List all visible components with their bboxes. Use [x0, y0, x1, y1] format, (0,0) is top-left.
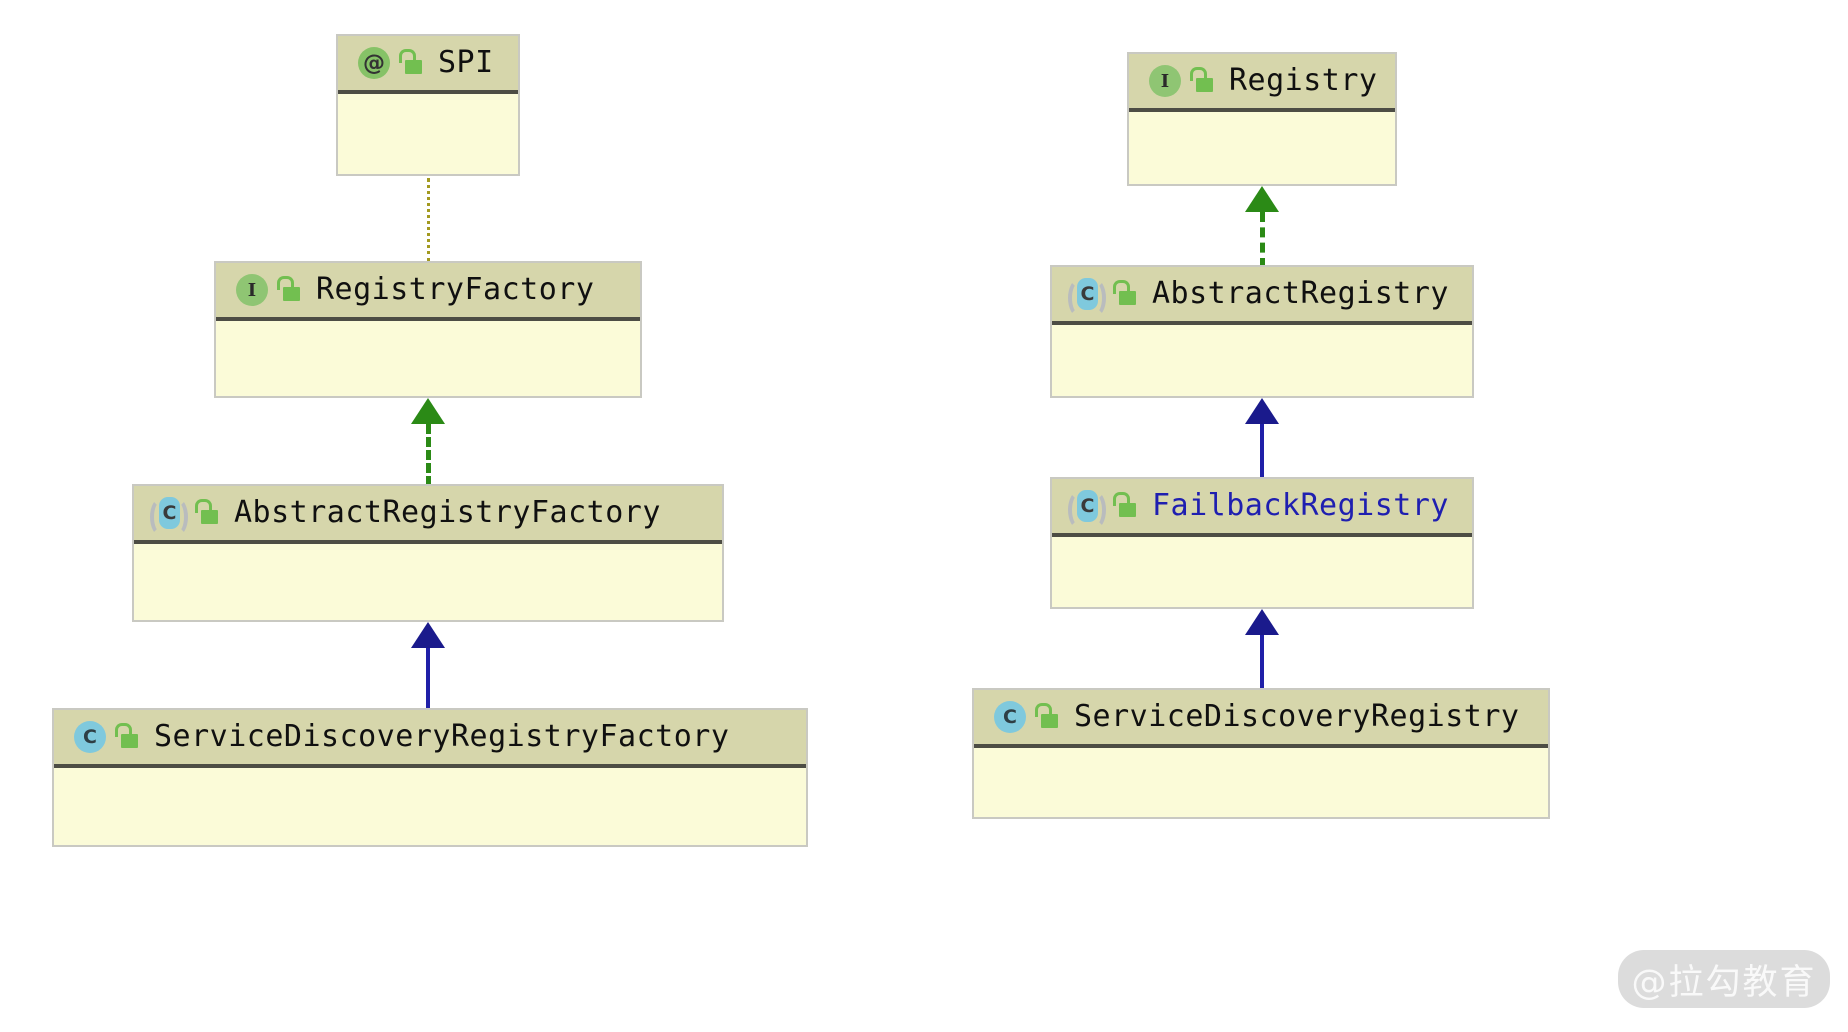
unlock-icon-body [1119, 291, 1136, 305]
unlock-icon [194, 498, 220, 528]
uml-class-abstractregistry[interactable]: C AbstractRegistry [1050, 265, 1474, 398]
abstract-class-icon: C [1068, 275, 1106, 317]
uml-class-name: ServiceDiscoveryRegistryFactory [154, 719, 730, 754]
uml-class-header: C ServiceDiscoveryRegistry [974, 690, 1548, 748]
uml-class-servicediscoveryregistryfactory[interactable]: C ServiceDiscoveryRegistryFactory [52, 708, 808, 847]
arrowhead-generalization-abstractregistryfactory [411, 622, 445, 648]
class-icon: C [990, 698, 1028, 736]
arrowhead-generalization-failbackregistry [1245, 609, 1279, 635]
uml-class-header: C AbstractRegistryFactory [134, 486, 722, 544]
unlock-icon [114, 722, 140, 752]
uml-class-name: ServiceDiscoveryRegistry [1074, 699, 1520, 734]
uml-class-servicediscoveryregistry[interactable]: C ServiceDiscoveryRegistry [972, 688, 1550, 819]
uml-class-name: FailbackRegistry [1152, 488, 1449, 523]
uml-class-name: SPI [438, 45, 494, 80]
annotation-icon: @ [354, 44, 392, 82]
interface-icon-glyph: I [1149, 65, 1181, 97]
uml-class-name: Registry [1229, 63, 1378, 98]
abstract-class-icon-arc-left [1068, 279, 1089, 317]
abstract-class-icon-arc-right [167, 498, 188, 536]
unlock-icon-shackle [1190, 67, 1207, 81]
unlock-icon-body [1041, 714, 1058, 728]
unlock-icon-shackle [277, 276, 294, 290]
unlock-icon-body [283, 287, 300, 301]
unlock-icon [276, 275, 302, 305]
uml-class-members [1052, 537, 1472, 607]
interface-icon: I [232, 271, 270, 309]
uml-class-members [1052, 325, 1472, 396]
watermark-text: @拉勾教育 [1631, 962, 1817, 1003]
unlock-icon-body [1119, 503, 1136, 517]
connector-generalization-servicediscoveryregistry-failbackregistry [1260, 635, 1264, 691]
abstract-class-icon: C [1068, 487, 1106, 529]
uml-class-members [216, 321, 640, 396]
abstract-class-icon-arc-right [1085, 279, 1106, 317]
uml-class-header: I RegistryFactory [216, 263, 640, 321]
uml-class-members [134, 544, 722, 620]
abstract-class-icon-arc-left [150, 498, 171, 536]
arrowhead-realization-registry [1245, 186, 1279, 212]
unlock-icon-body [1196, 78, 1213, 92]
unlock-icon-body [201, 510, 218, 524]
unlock-icon-shackle [195, 499, 212, 513]
connector-realization-abstractregistry-registry [1260, 212, 1265, 268]
connector-generalization-servicediscoveryregistryfactory-abstractregistryfactory [426, 648, 430, 710]
uml-class-header: @ SPI [338, 36, 518, 94]
uml-class-registryfactory[interactable]: I RegistryFactory [214, 261, 642, 398]
abstract-class-icon-glyph: C [1077, 490, 1098, 522]
arrowhead-realization-registryfactory [411, 398, 445, 424]
unlock-icon-shackle [1035, 703, 1052, 717]
connector-generalization-failbackregistry-abstractregistry [1260, 424, 1264, 480]
abstract-class-icon-glyph: C [1077, 278, 1098, 310]
unlock-icon [398, 48, 424, 78]
annotation-icon-glyph: @ [358, 47, 390, 79]
unlock-icon [1189, 66, 1215, 96]
unlock-icon-shackle [1113, 492, 1130, 506]
unlock-icon-shackle [399, 49, 416, 63]
unlock-icon [1034, 702, 1060, 732]
arrowhead-generalization-abstractregistry [1245, 398, 1279, 424]
abstract-class-icon: C [150, 494, 188, 536]
unlock-icon-shackle [115, 723, 132, 737]
uml-class-name: AbstractRegistry [1152, 276, 1449, 311]
unlock-icon [1112, 279, 1138, 309]
uml-class-members [1129, 112, 1395, 184]
uml-class-members [338, 94, 518, 174]
connector-annotation-link-registryfactory-spi [427, 178, 430, 262]
uml-class-name: AbstractRegistryFactory [234, 495, 661, 530]
abstract-class-icon-glyph: C [159, 497, 180, 529]
unlock-icon-body [405, 60, 422, 74]
interface-icon-glyph: I [236, 274, 268, 306]
class-icon: C [70, 718, 108, 756]
uml-class-spi[interactable]: @ SPI [336, 34, 520, 176]
uml-class-members [974, 748, 1548, 817]
unlock-icon-shackle [1113, 280, 1130, 294]
interface-icon: I [1145, 62, 1183, 100]
uml-class-abstractregistryfactory[interactable]: C AbstractRegistryFactory [132, 484, 724, 622]
uml-class-registry[interactable]: I Registry [1127, 52, 1397, 186]
unlock-icon [1112, 491, 1138, 521]
unlock-icon-body [121, 734, 138, 748]
uml-class-header: C ServiceDiscoveryRegistryFactory [54, 710, 806, 768]
connector-realization-abstractregistryfactory-registryfactory [426, 424, 431, 486]
uml-class-header: C AbstractRegistry [1052, 267, 1472, 325]
uml-class-header: I Registry [1129, 54, 1395, 112]
uml-class-members [54, 768, 806, 845]
abstract-class-icon-arc-right [1085, 491, 1106, 529]
class-icon-glyph: C [994, 701, 1026, 733]
uml-class-header: C FailbackRegistry [1052, 479, 1472, 537]
uml-class-name: RegistryFactory [316, 272, 595, 307]
uml-class-failbackregistry[interactable]: C FailbackRegistry [1050, 477, 1474, 609]
class-icon-glyph: C [74, 721, 106, 753]
watermark: @拉勾教育 [1618, 950, 1830, 1008]
abstract-class-icon-arc-left [1068, 491, 1089, 529]
